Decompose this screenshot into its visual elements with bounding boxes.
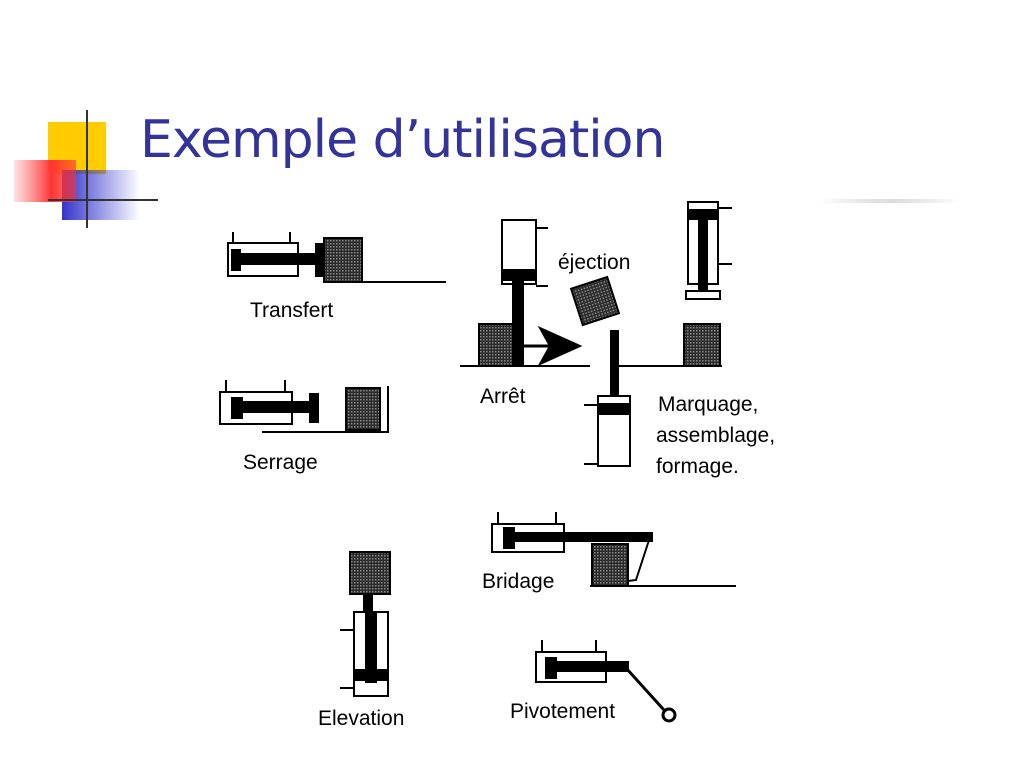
marquage-cylinder — [584, 395, 631, 467]
label-serrage: Serrage — [243, 451, 318, 474]
logo-red-square — [14, 160, 76, 202]
pivotement-pivot — [661, 707, 677, 723]
transfert-workpiece — [323, 237, 363, 283]
bridage-cylinder — [491, 512, 653, 553]
elevation-workpiece — [349, 551, 391, 595]
bridage-workpiece — [591, 543, 629, 587]
ejection-workpiece — [569, 275, 621, 327]
arret-cylinder — [501, 219, 548, 365]
elevation-cylinder — [340, 593, 389, 697]
label-bridage: Bridage — [482, 570, 555, 593]
label-elevation: Elevation — [318, 707, 405, 730]
pivotement-cylinder — [535, 640, 629, 683]
serrage-jaw — [262, 386, 389, 433]
serrage-cylinder — [219, 380, 319, 425]
label-marquage-line3: formage. — [656, 455, 739, 478]
serrage-workpiece — [345, 387, 381, 431]
title-underline — [820, 199, 960, 203]
arrow-head — [537, 325, 583, 367]
marquage-workpiece — [683, 323, 721, 367]
top-right-cylinder — [685, 201, 732, 300]
label-transfert: Transfert — [250, 299, 334, 322]
transfert-cylinder — [227, 232, 325, 277]
arret-workpiece — [478, 323, 514, 367]
pivotement-lever — [624, 666, 666, 712]
page-title: Exemple d’utilisation — [140, 110, 665, 170]
label-marquage-line1: Marquage, — [658, 393, 759, 416]
ejection-rod — [610, 330, 619, 400]
label-marquage-line2: assemblage, — [656, 424, 776, 447]
label-ejection: éjection — [558, 251, 631, 274]
label-pivotement: Pivotement — [510, 700, 616, 723]
label-arret: Arrêt — [480, 385, 526, 408]
